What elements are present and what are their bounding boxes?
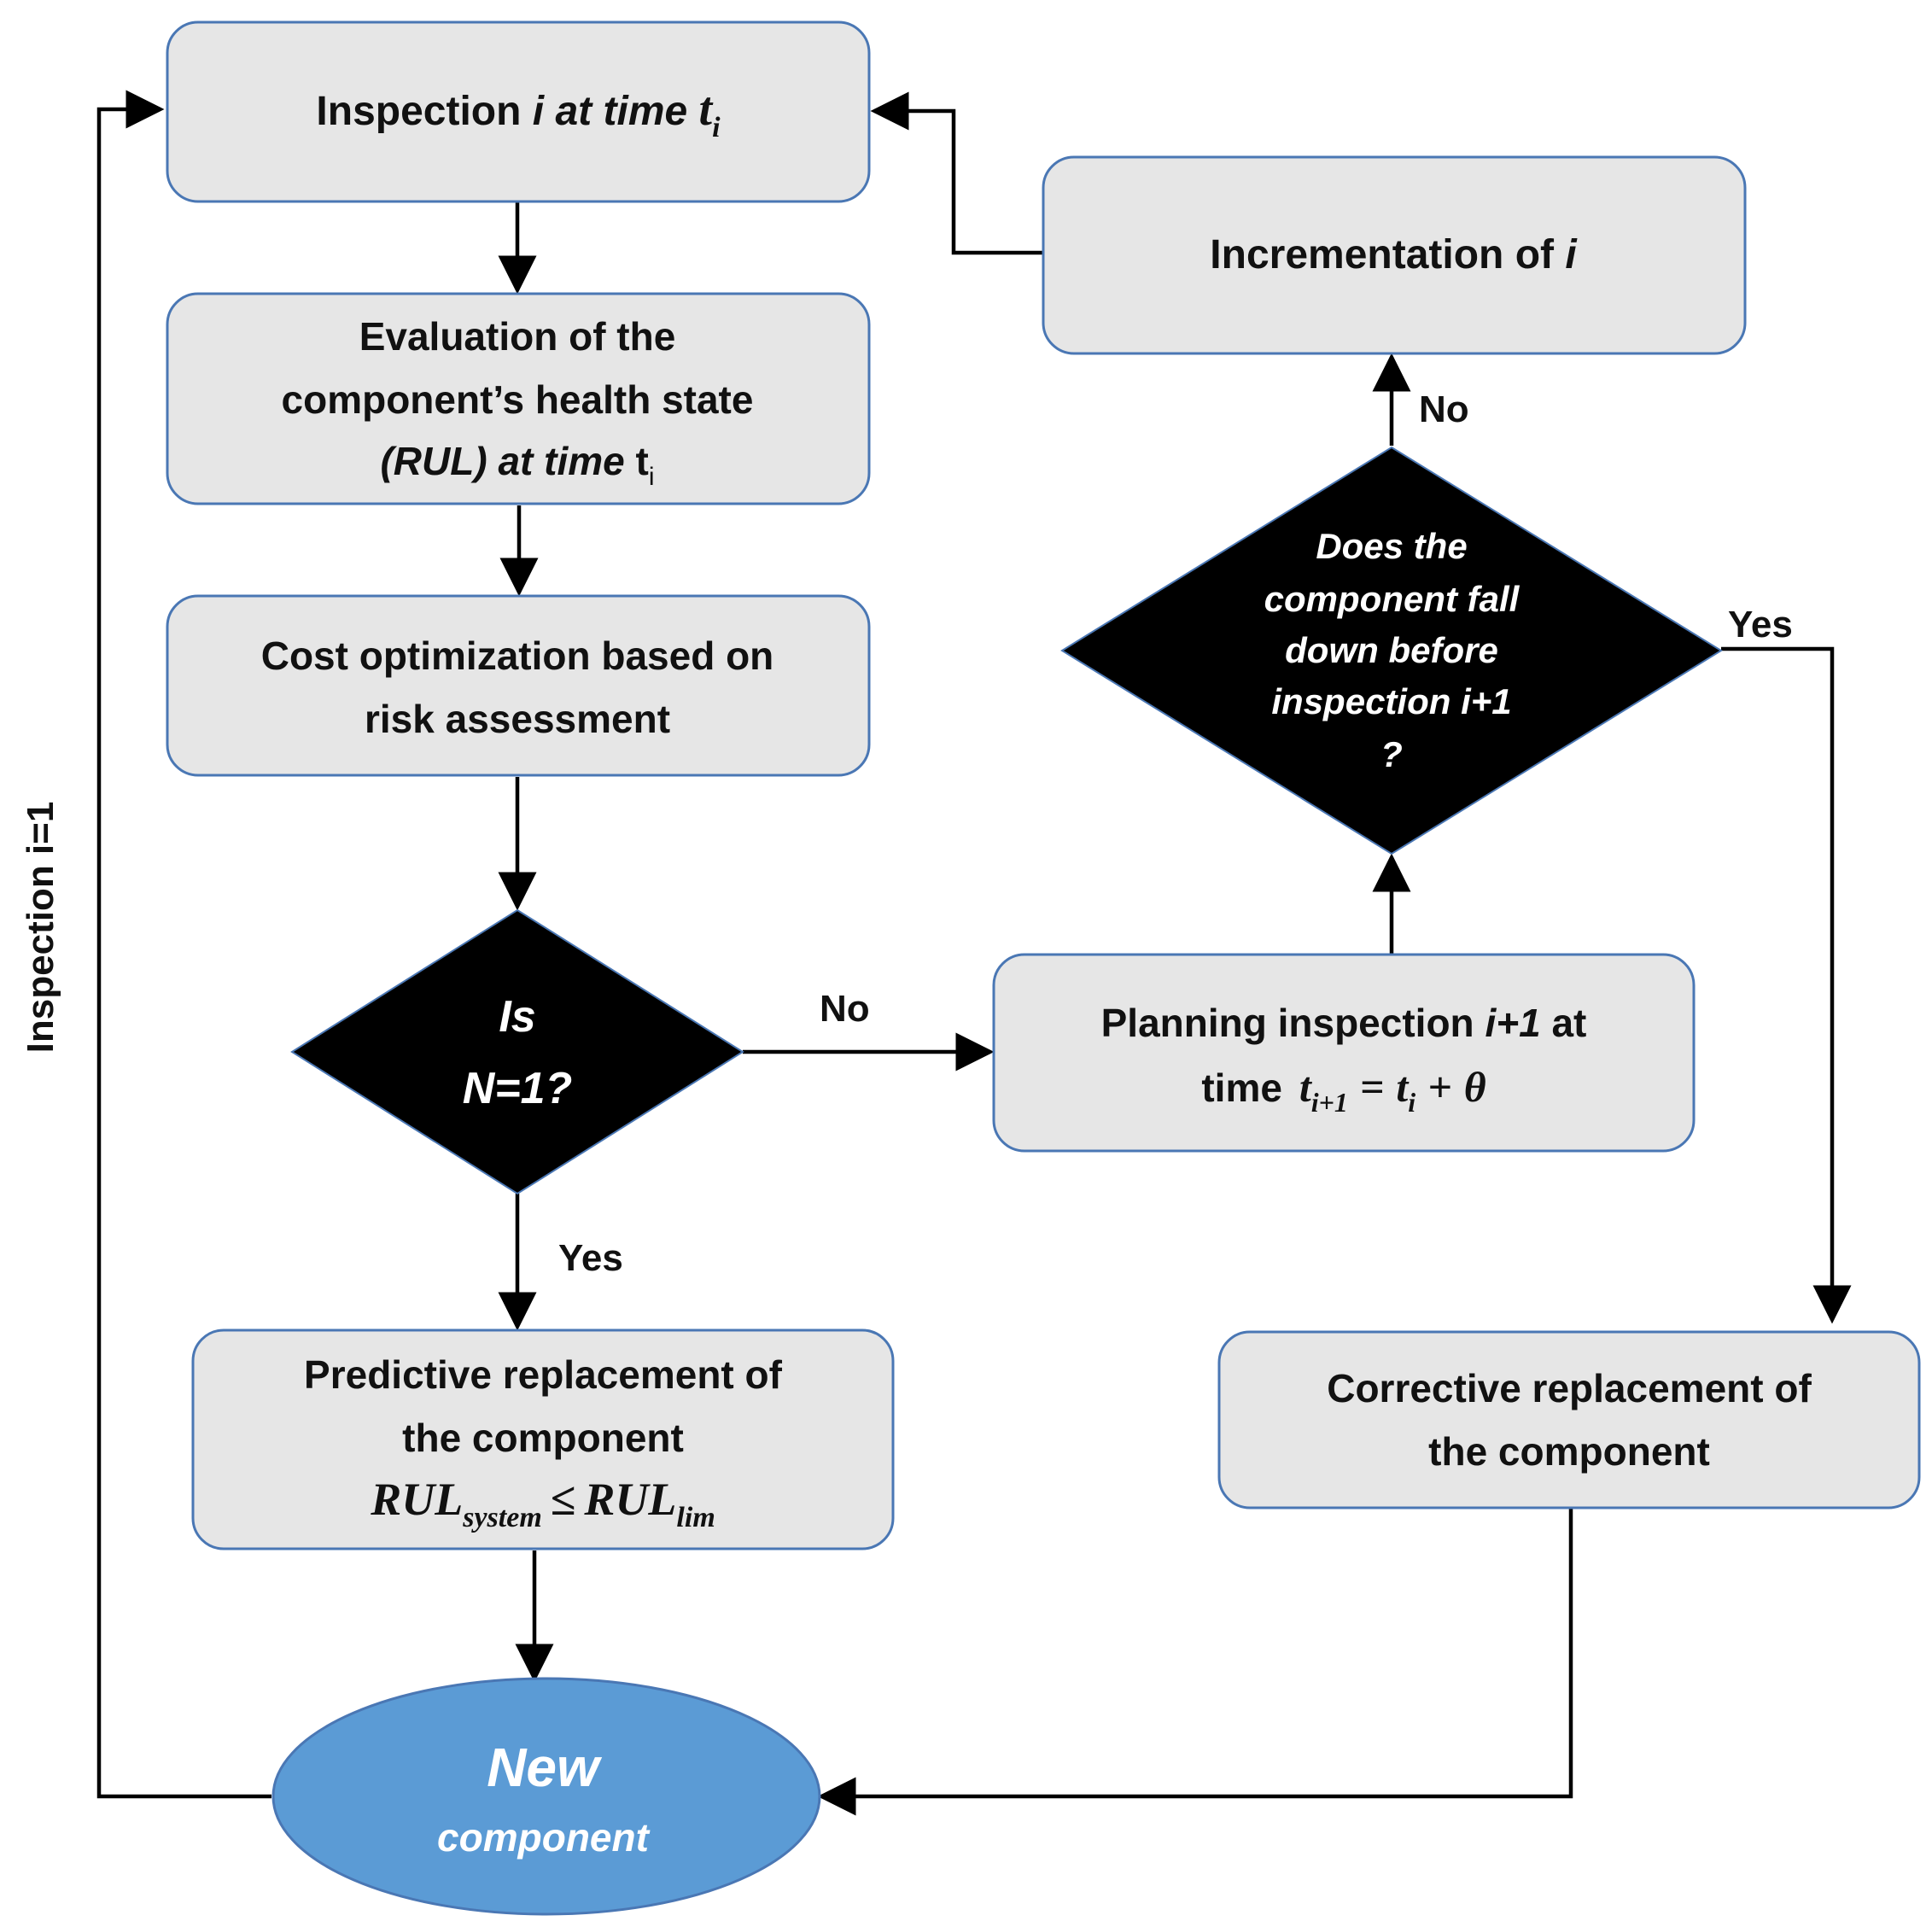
- svg-text:Planning inspection i+1: Planning inspection i+1 at: [1101, 1001, 1587, 1045]
- decision-fall-diamond: Does the component fall down before insp…: [1060, 446, 1723, 855]
- edge-label-inspection-loop: Inspection i=1: [20, 802, 61, 1054]
- planning-line2-a: time: [1201, 1066, 1282, 1110]
- planning-theta: θ: [1464, 1063, 1486, 1111]
- cost-line1: Cost optimization based on: [261, 634, 774, 678]
- arrow-increment-to-inspection: [870, 91, 1043, 255]
- inspection-t: t: [699, 83, 714, 136]
- evaluation-t: t: [636, 439, 649, 483]
- arrow-fall-decision-to-corrective: [1721, 646, 1852, 1324]
- svg-text:Inspection i at ti: Inspection i at time ti: [316, 83, 721, 143]
- planning-t1-sub: i+1: [1311, 1087, 1348, 1118]
- svg-text:(RUL) at time ti: (RUL) at time ti: [380, 439, 654, 491]
- planning-eq: =: [1360, 1063, 1385, 1111]
- planning-t2: t: [1396, 1063, 1410, 1111]
- new-component-ellipse: New component: [271, 1677, 821, 1916]
- planning-t1: t: [1299, 1063, 1313, 1111]
- decision-fall-line3: down before: [1285, 630, 1498, 670]
- decision-n-diamond: Is N=1?: [290, 908, 744, 1195]
- cost-box: Cost optimization based on risk assessme…: [166, 594, 871, 777]
- decision-fall-line2: component fall: [1264, 579, 1521, 619]
- predictive-op: ≤: [551, 1474, 576, 1525]
- planning-line1-a: Planning inspection: [1101, 1001, 1474, 1045]
- incrementation-label: Incrementation of: [1210, 232, 1555, 277]
- corrective-line2: the component: [1428, 1429, 1710, 1474]
- svg-text:time ti+1=ti+θ: time ti+1=ti+θ: [1201, 1063, 1485, 1118]
- predictive-line2: the component: [402, 1416, 684, 1460]
- edge-label-yes-corrective: Yes: [1728, 604, 1793, 645]
- decision-fall-line5: ?: [1380, 734, 1403, 774]
- svg-text:RULsystem≤RULlim: RULsystem≤RULlim: [370, 1474, 715, 1533]
- edge-label-no-increment: No: [1419, 388, 1469, 430]
- connectors: [96, 90, 1852, 1816]
- planning-box: Planning inspection i+1 at time ti+1=ti+…: [992, 953, 1696, 1153]
- predictive-line1: Predictive replacement of: [304, 1352, 783, 1397]
- predictive-rul: RUL: [370, 1474, 463, 1525]
- arrow-new-to-inspection-loop: [96, 90, 271, 1799]
- planning-plus: +: [1427, 1063, 1452, 1111]
- edge-label-no-planning: No: [820, 988, 870, 1030]
- new-component-line1: New: [487, 1737, 603, 1798]
- evaluation-box: Evaluation of the component’s health sta…: [166, 292, 871, 505]
- decision-fall-line1: Does the: [1316, 526, 1467, 566]
- predictive-box: Predictive replacement of the component …: [191, 1328, 895, 1550]
- planning-line1-c: at: [1551, 1001, 1586, 1045]
- corrective-box: Corrective replacement of the component: [1217, 1330, 1921, 1509]
- evaluation-line2: component’s health state: [282, 377, 754, 422]
- edge-label-yes-predictive: Yes: [558, 1237, 623, 1279]
- predictive-rul2: RUL: [583, 1474, 676, 1525]
- evaluation-line3: (RUL) at time: [380, 439, 624, 483]
- new-component-line2: component: [437, 1815, 651, 1860]
- decision-fall-line4: inspection i+1: [1271, 681, 1511, 721]
- inspection-label: Inspection: [316, 89, 521, 134]
- planning-line1-b: i+1: [1485, 1001, 1540, 1045]
- arrow-corrective-to-new: [817, 1508, 1573, 1816]
- cost-line2: risk assessment: [365, 697, 670, 741]
- evaluation-t-sub: i: [649, 463, 655, 491]
- planning-t2-sub: i: [1408, 1087, 1415, 1118]
- decision-n-line2: N=1?: [463, 1064, 573, 1113]
- incrementation-box: Incrementation of i: [1042, 155, 1747, 355]
- incrementation-i: i: [1565, 232, 1578, 277]
- decision-n-line1: Is: [499, 992, 535, 1042]
- inspection-t-sub: i: [712, 112, 721, 143]
- inspection-at-time: at time: [555, 89, 687, 134]
- inspection-i: i: [533, 89, 546, 134]
- inspection-box: Inspection i at time ti: [166, 20, 871, 203]
- evaluation-line1: Evaluation of the: [359, 314, 676, 359]
- predictive-rul2-sub: lim: [676, 1502, 715, 1533]
- predictive-rul-sub: system: [462, 1502, 542, 1533]
- svg-text:Incrementation of i: Incrementation of i: [1210, 232, 1578, 277]
- corrective-line1: Corrective replacement of: [1327, 1366, 1812, 1410]
